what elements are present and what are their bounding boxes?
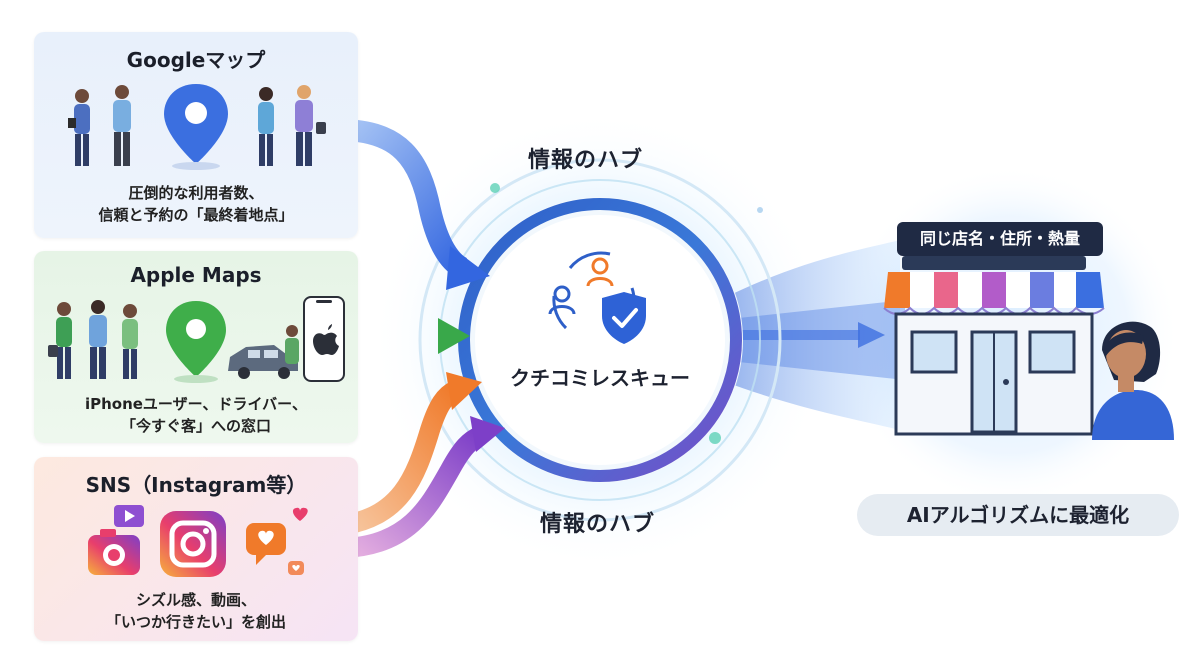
source-title-apple: Apple Maps [130,263,262,287]
source-card-apple: Apple Maps [34,251,358,443]
instagram-icon [160,511,226,577]
source-desc-apple-line2: 「今すぐ客」への窓口 [120,417,271,435]
source-title-google: Googleマップ [126,48,266,72]
source-desc-google-line2: 信頼と予約の「最終着地点」 [98,206,294,224]
store-tag: 同じ店名・住所・熱量 [897,222,1103,256]
camera-icon [88,529,140,575]
car-icon [228,325,299,379]
hub-center-label: クチコミレスキュー [510,366,690,390]
drivers-group-icon [48,296,345,383]
source-desc-sns-line2: 「いつか行きたい」を創出 [105,613,286,631]
hub-label-top: 情報のハブ [528,148,644,173]
source-desc-apple-line1: iPhoneユーザー、ドライバー、 [84,395,308,413]
customer-person-icon [1092,321,1174,440]
heart-message-icon [246,507,308,575]
video-play-icon [114,505,144,527]
iphone-icon [303,296,345,382]
source-desc-sns-line1: シズル感、動画、 [135,591,256,609]
source-title-sns: SNS（Instagram等） [85,473,307,497]
map-pin-icon [166,301,226,383]
people-group-icon [68,84,326,170]
map-pin-icon [164,84,228,170]
sns-icons [88,505,308,577]
review-rescue-icon [548,251,646,344]
ai-algorithm-badge: AIアルゴリズムに最適化 [857,494,1179,536]
source-desc-google-line1: 圧倒的な利用者数、 [128,184,264,202]
hub-label-bottom: 情報のハブ [540,512,656,537]
source-card-google: Googleマップ [34,32,358,238]
store-icon [883,256,1105,436]
source-card-sns: SNS（Instagram等） [34,457,358,641]
